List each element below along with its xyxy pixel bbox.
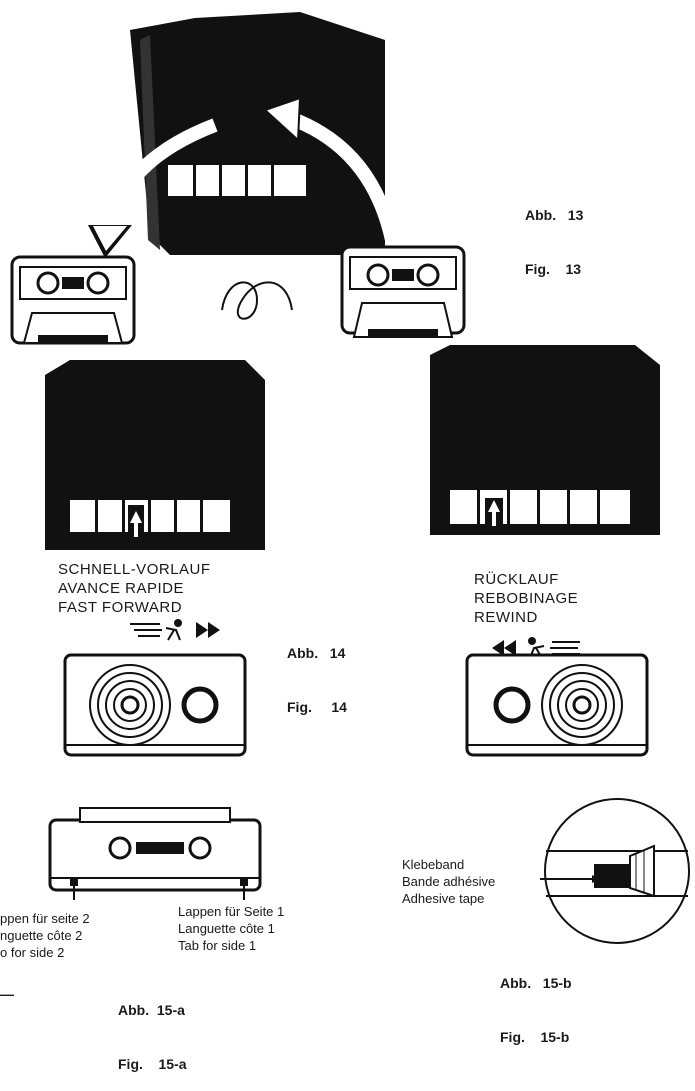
fast-forward-en: FAST FORWARD — [58, 599, 183, 616]
fig14-label: Abb. 14 Fig. 14 — [287, 608, 347, 734]
fig15b-fig-num: 15-b — [540, 1029, 570, 1045]
tab-side1-de: Lappen für Seite 1 — [178, 904, 285, 919]
dash-mark: — — [0, 986, 14, 1002]
fast-forward-de: SCHNELL-VORLAUF — [58, 561, 211, 578]
fig13-abb-num: 13 — [567, 207, 584, 223]
rewind-de: RÜCKLAUF — [474, 571, 559, 588]
rewind-caption: RÜCKLAUF REBOBINAGE REWIND — [474, 570, 578, 627]
loop-symbol-icon — [221, 281, 293, 320]
fig13-fig-num: 13 — [565, 261, 582, 277]
tape-pointer-line — [540, 875, 600, 883]
recorder-illustration-top — [88, 12, 399, 258]
fig13-label: Abb. 13 Fig. 13 — [525, 170, 583, 296]
fig13-abb: Abb. — [525, 207, 557, 223]
fig15b-fig: Fig. — [500, 1029, 525, 1045]
fig13-fig: Fig. — [525, 261, 550, 277]
cassette-shell-rewind-icon — [465, 653, 649, 757]
fig15b-abb: Abb. — [500, 975, 532, 991]
recorder-fast-forward-illustration — [45, 360, 265, 550]
cassette-right-icon — [340, 245, 466, 338]
tab-side1-caption: Lappen für Seite 1 Languette côte 1 Tab … — [178, 903, 284, 954]
fig15a-abb-num: 15-a — [156, 1002, 185, 1018]
fig15a-fig: Fig. — [118, 1056, 143, 1072]
tab-side2-en: o for side 2 — [0, 945, 65, 960]
recorder-rewind-illustration — [430, 345, 660, 535]
adhesive-tape-magnifier-icon — [544, 798, 690, 944]
cassette-left-icon — [10, 255, 136, 345]
cassette-shell-forward-icon — [63, 653, 247, 757]
tab-side2-caption: ppen für seite 2 nguette côte 2 o for si… — [0, 910, 90, 961]
tab-side1-fr: Languette côte 1 — [178, 921, 275, 936]
rewind-fr: REBOBINAGE — [474, 590, 579, 607]
tape-de: Klebeband — [402, 857, 465, 872]
tape-en: Adhesive tape — [402, 891, 485, 906]
tab-side2-fr: nguette côte 2 — [0, 928, 83, 943]
adhesive-tape-caption: Klebeband Bande adhésive Adhesive tape — [402, 856, 495, 907]
fig15a-fig-num: 15-a — [158, 1056, 187, 1072]
rewind-en: REWIND — [474, 609, 538, 626]
fig15a-abb: Abb. — [118, 1002, 150, 1018]
tab-side2-de: ppen für seite 2 — [0, 911, 90, 926]
fast-forward-caption: SCHNELL-VORLAUF AVANCE RAPIDE FAST FORWA… — [58, 560, 211, 617]
fig15a-label: Abb. 15-a Fig. 15-a — [118, 965, 186, 1091]
cassette-tabs-illustration — [48, 807, 262, 900]
fig15b-label: Abb. 15-b Fig. 15-b — [500, 938, 572, 1064]
tab-side1-en: Tab for side 1 — [178, 938, 257, 953]
fig15b-abb-num: 15-b — [542, 975, 572, 991]
fig14-fig-num: 14 — [331, 699, 347, 715]
fig14-fig: Fig. — [287, 699, 312, 715]
fig14-abb: Abb. — [287, 645, 319, 661]
fast-forward-icon — [130, 619, 220, 641]
fig14-abb-num: 14 — [329, 645, 346, 661]
fast-forward-fr: AVANCE RAPIDE — [58, 580, 184, 597]
tape-fr: Bande adhésive — [402, 874, 496, 889]
